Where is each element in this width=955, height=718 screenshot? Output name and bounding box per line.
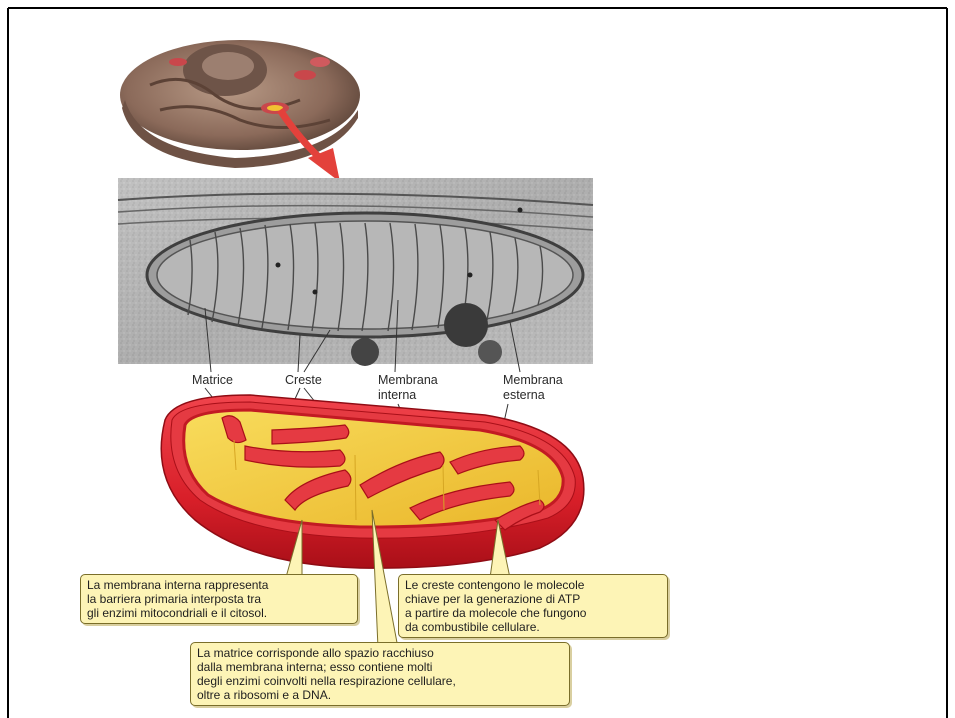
callout-membrana-interna-line3: gli enzimi mitocondriali e il citosol. — [87, 606, 351, 620]
callout-creste: Le creste contengono le molecole chiave … — [398, 574, 668, 638]
callout-matrice-line4: oltre a ribosomi e a DNA. — [197, 688, 563, 702]
electron-micrograph-image — [118, 178, 593, 366]
mitochondrion-illustration — [161, 395, 584, 568]
callout-matrice-line2: dalla membrana interna; esso contiene mo… — [197, 660, 563, 674]
label-creste: Creste — [285, 373, 322, 388]
callout-matrice-line1: La matrice corrisponde allo spazio racch… — [197, 646, 563, 660]
callout-matrice: La matrice corrisponde allo spazio racch… — [190, 642, 570, 706]
label-matrice: Matrice — [192, 373, 233, 388]
callout-creste-line1: Le creste contengono le molecole — [405, 578, 661, 592]
callout-creste-line3: a partire da molecole che fungono — [405, 606, 661, 620]
callout-membrana-interna-line2: la barriera primaria interposta tra — [87, 592, 351, 606]
label-membrana-interna-line2: interna — [378, 388, 438, 403]
callout-membrana-interna: La membrana interna rappresenta la barri… — [80, 574, 358, 624]
callout-creste-line4: da combustibile cellulare. — [405, 620, 661, 634]
callout-creste-line2: chiave per la generazione di ATP — [405, 592, 661, 606]
callout-matrice-line3: degli enzimi coinvolti nella respirazion… — [197, 674, 563, 688]
label-membrana-esterna-line2: esterna — [503, 388, 563, 403]
cell-cutaway-icon — [120, 40, 360, 168]
label-membrana-interna-line1: Membrana — [378, 373, 438, 388]
callout-membrana-interna-line1: La membrana interna rappresenta — [87, 578, 351, 592]
label-membrana-esterna: Membrana esterna — [503, 373, 563, 403]
label-membrana-esterna-line1: Membrana — [503, 373, 563, 388]
label-membrana-interna: Membrana interna — [378, 373, 438, 403]
